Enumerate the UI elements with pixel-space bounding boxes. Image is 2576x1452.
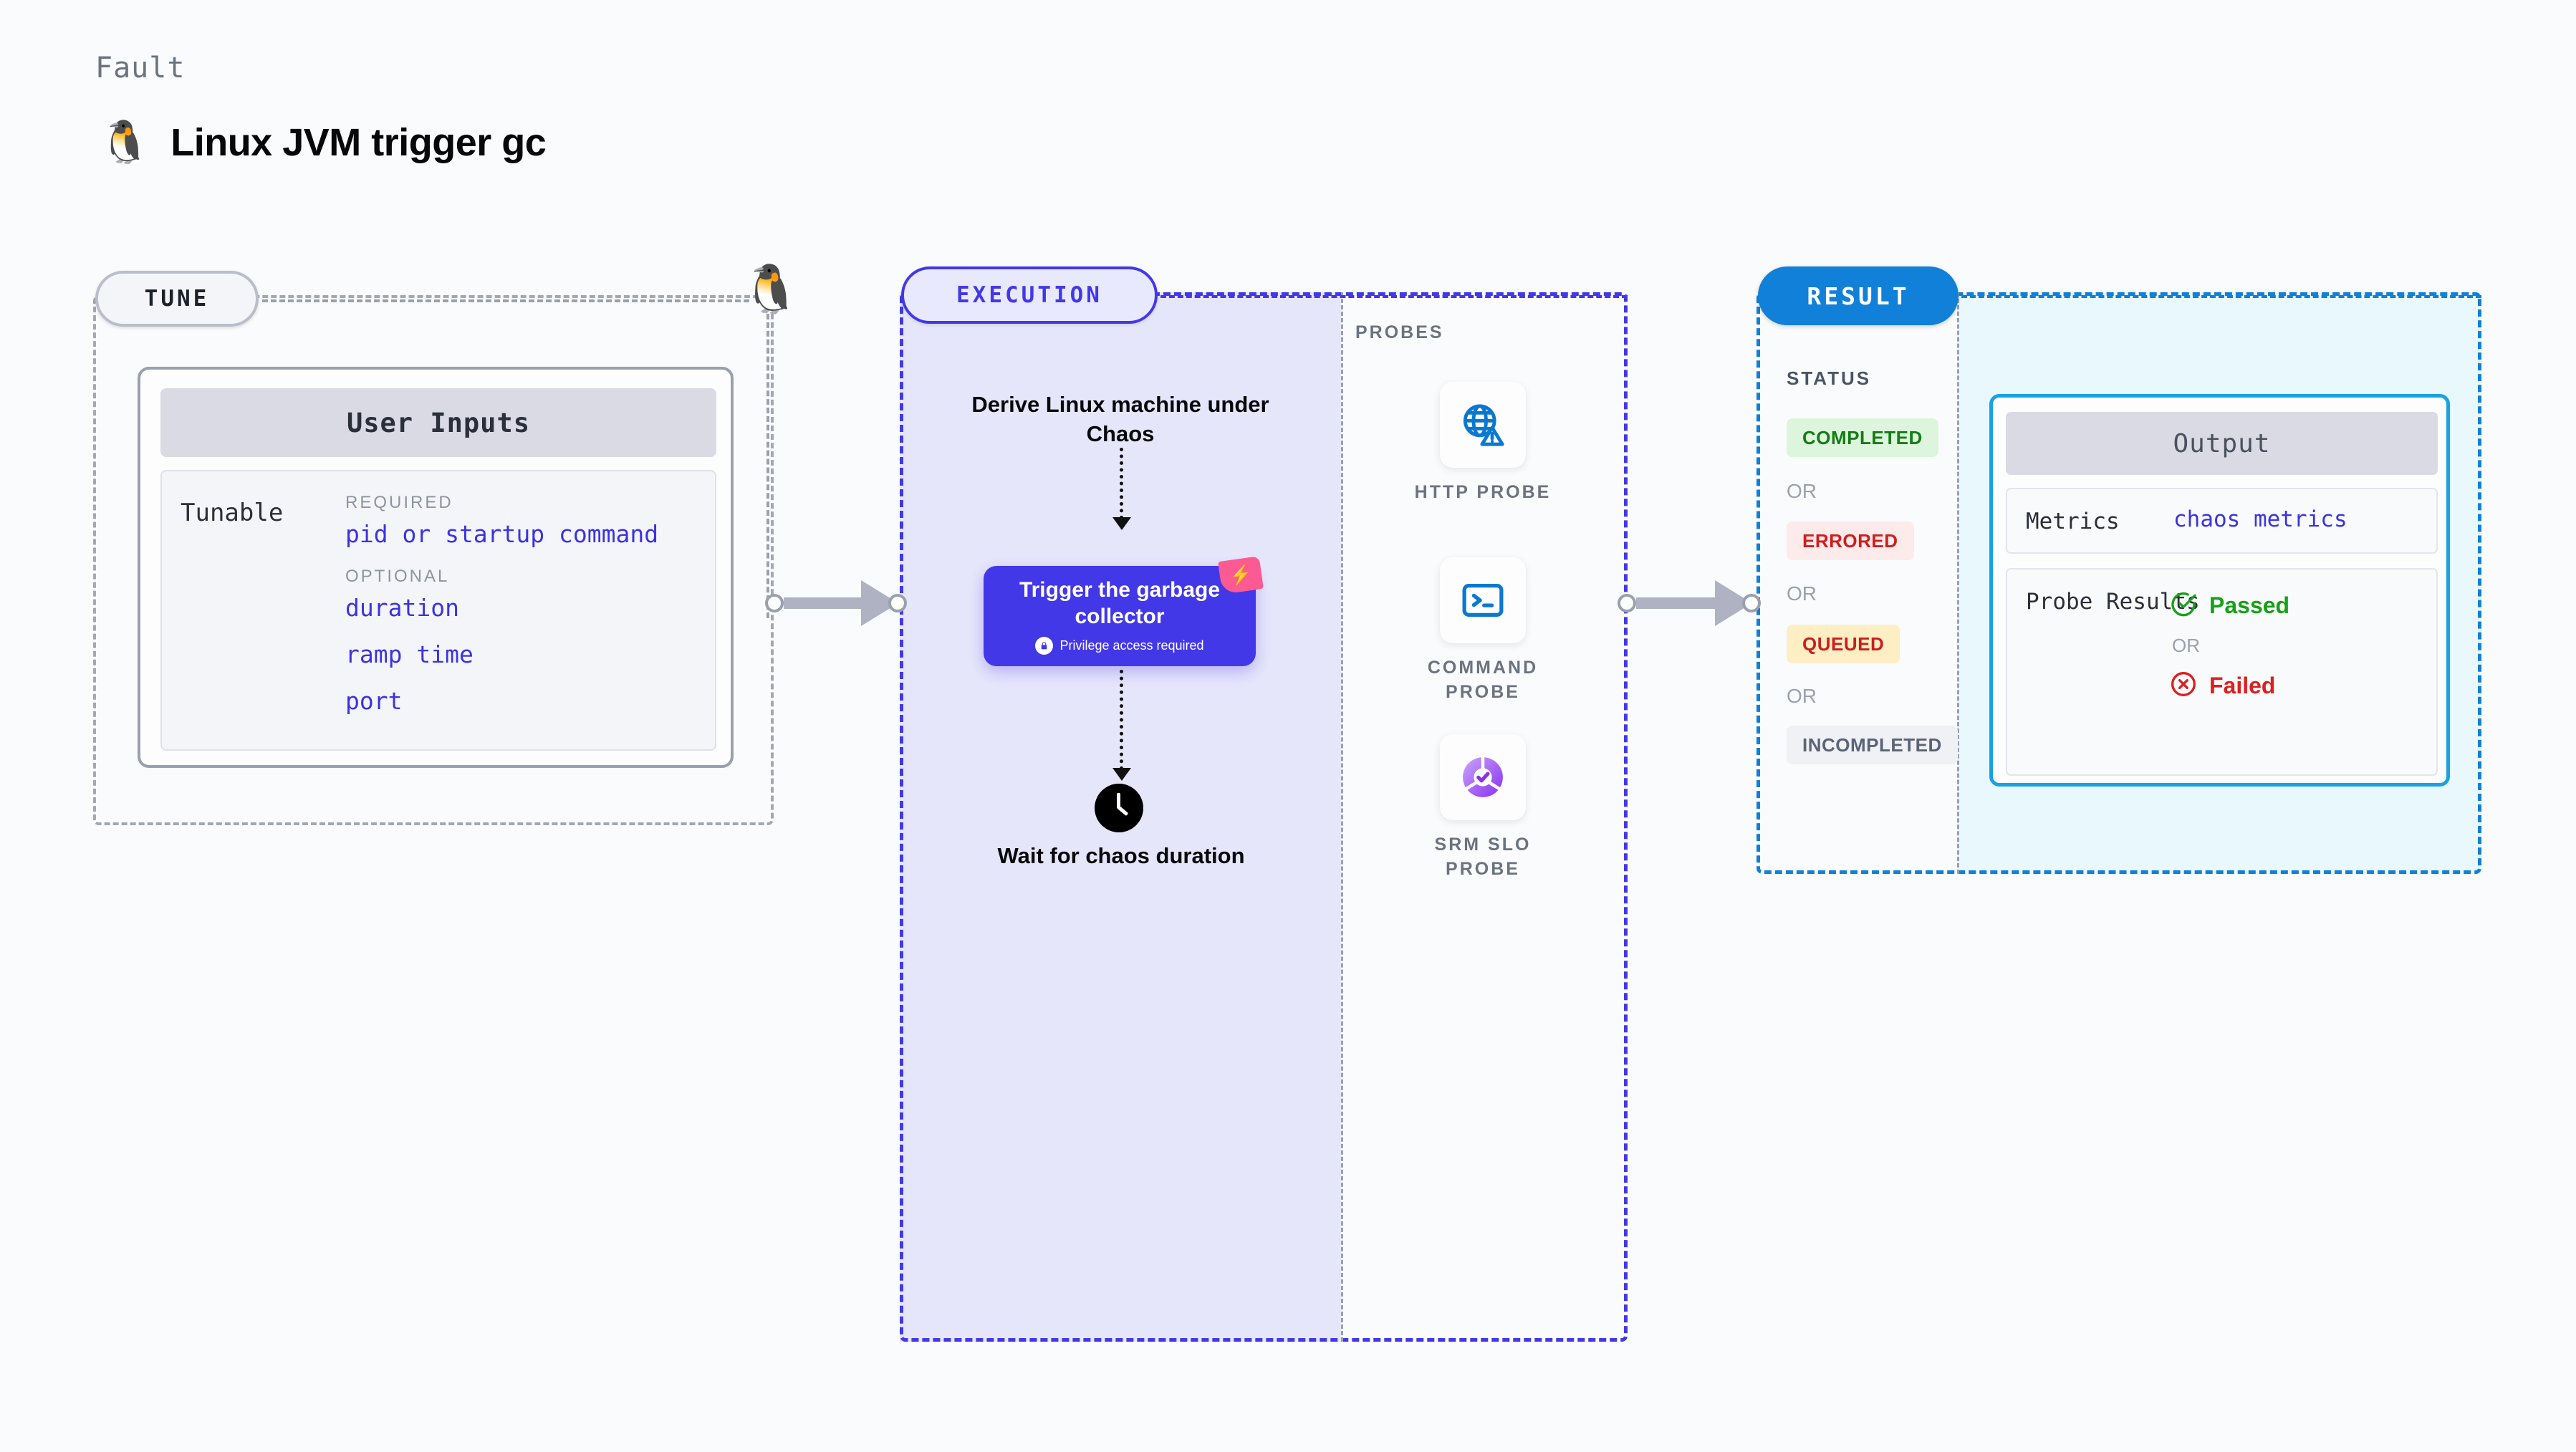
metrics-key: Metrics (2026, 509, 2120, 534)
derive-machine-label: Derive Linux machine under Chaos (971, 392, 1269, 446)
tunable-fields: REQUIRED pid or startup command OPTIONAL… (345, 493, 658, 734)
flow-line-2 (1120, 670, 1123, 770)
output-card: Output Metrics chaos metrics Probe Resul… (1989, 394, 2450, 787)
linux-penguin-icon: 🐧 (99, 119, 151, 165)
probes-section-label: PROBES (1355, 322, 1444, 342)
group-label-optional: OPTIONAL (345, 567, 450, 586)
probe-result-failed: Failed (2169, 670, 2289, 702)
status-section-label: STATUS (1787, 367, 1872, 389)
stage-pill-tune[interactable]: TUNE (95, 271, 259, 327)
probe-label: COMMAND PROBE (1427, 658, 1539, 702)
connector-bar (1636, 597, 1716, 609)
probe-result-or: OR (2172, 635, 2200, 656)
connector-end-dot (888, 594, 907, 612)
stage-pill-result[interactable]: RESULT (1758, 266, 1959, 325)
tunable-field-ramp-time[interactable]: ramp time (345, 640, 474, 668)
page-eyebrow: Fault (95, 52, 186, 85)
tune-leader-line (262, 299, 749, 302)
globe-warning-icon (1440, 382, 1526, 468)
probe-label: HTTP PROBE (1414, 482, 1552, 502)
group-label-required: REQUIRED (345, 493, 453, 512)
output-row-metrics: Metrics chaos metrics (2006, 488, 2438, 554)
terminal-prompt-icon (1440, 557, 1526, 643)
probe-item-command[interactable]: COMMAND PROBE (1404, 557, 1562, 704)
probe-label: SRM SLO PROBE (1434, 835, 1532, 879)
stage-pill-execution[interactable]: EXECUTION (901, 266, 1158, 324)
passed-label: Passed (2209, 592, 2290, 618)
metrics-value-link[interactable]: chaos metrics (2173, 506, 2347, 532)
execution-panel (900, 292, 1628, 1342)
connector-start-dot (765, 594, 784, 612)
slo-donut-check-icon (1440, 734, 1526, 820)
status-badge-errored: ERRORED (1787, 521, 1914, 560)
lock-icon (1035, 637, 1054, 655)
probe-result-passed: Passed (2169, 590, 2289, 622)
linux-penguin-marker-icon: 🐧 (741, 262, 801, 315)
probe-item-srm-slo[interactable]: SRM SLO PROBE (1404, 734, 1562, 881)
output-card-title: Output (2006, 412, 2438, 475)
tunable-field-duration[interactable]: duration (345, 594, 459, 622)
check-circle-icon (2169, 590, 2198, 622)
wait-duration-label: Wait for chaos duration (997, 843, 1245, 868)
status-or-3: OR (1787, 685, 1817, 707)
user-inputs-card: User Inputs Tunable REQUIRED pid or star… (138, 367, 734, 768)
chaos-action-title: Trigger the garbage collector (1019, 577, 1221, 628)
page-title: Linux JVM trigger gc (170, 121, 547, 164)
tunable-label: Tunable (181, 499, 284, 527)
status-badge-completed: COMPLETED (1787, 418, 1938, 457)
connector-end-dot (1742, 594, 1761, 612)
tune-panel (93, 295, 774, 825)
probe-item-http[interactable]: HTTP PROBE (1404, 382, 1562, 505)
probes-divider (1341, 292, 1343, 1342)
chaos-action-node[interactable]: ⚡ Trigger the garbage collector Privileg… (984, 556, 1264, 666)
connector-tune-to-execution (765, 580, 907, 626)
user-inputs-body: Tunable REQUIRED pid or startup command … (160, 470, 716, 751)
user-inputs-title: User Inputs (160, 388, 716, 457)
privilege-note-text: Privilege access required (1059, 638, 1204, 653)
result-divider (1957, 292, 1959, 874)
connector-start-dot (1618, 594, 1636, 612)
connector-bar (784, 597, 862, 609)
result-panel (1756, 292, 2481, 874)
flow-arrow-2-icon (1112, 768, 1131, 781)
page-title-row: 🐧 Linux JVM trigger gc (99, 119, 547, 165)
failed-label: Failed (2209, 673, 2276, 698)
status-or-2: OR (1787, 582, 1817, 605)
status-badge-queued: QUEUED (1787, 625, 1900, 663)
penguin-drop-line (766, 314, 769, 618)
tunable-field-port[interactable]: port (345, 687, 403, 715)
flow-arrow-1-icon (1112, 517, 1131, 530)
status-badge-incompleted: INCOMPLETED (1787, 726, 1958, 764)
privilege-note-row: Privilege access required (1035, 637, 1204, 655)
clock-icon (1095, 784, 1143, 832)
execution-leader-line (1160, 295, 1628, 298)
status-or-1: OR (1787, 480, 1817, 502)
tunable-field-pid[interactable]: pid or startup command (345, 520, 659, 548)
x-circle-icon (2169, 670, 2198, 702)
output-row-probe-results: Probe Results Passed OR (2006, 568, 2438, 776)
result-leader-line (1961, 295, 2481, 298)
flow-line-1 (1120, 448, 1123, 519)
probe-results-values: Passed OR Failed (2169, 590, 2289, 702)
connector-execution-to-result (1618, 580, 1761, 626)
